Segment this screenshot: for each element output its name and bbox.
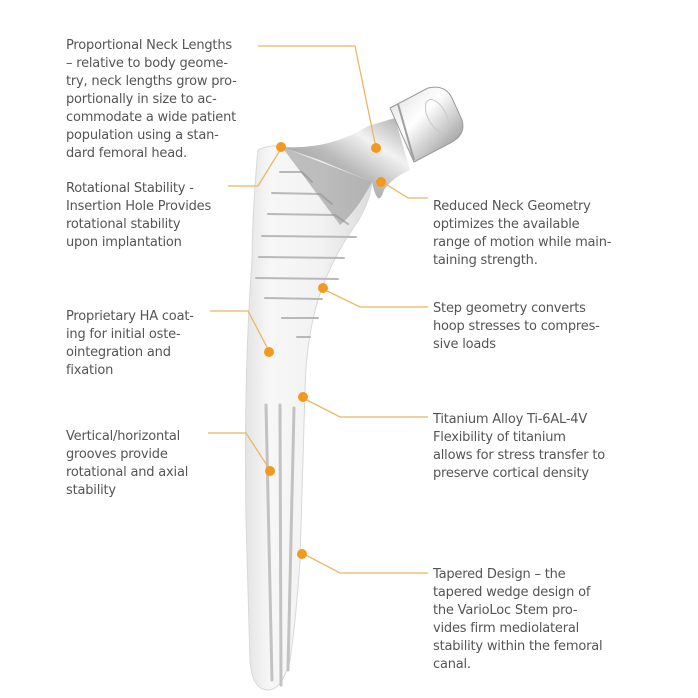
leader-ha-coating <box>210 310 271 354</box>
leader-lines <box>208 45 428 574</box>
callout-titanium-alloy: Titanium Alloy Ti-6AL-4V Flexibility of … <box>433 412 606 481</box>
leader-grooves <box>208 432 271 471</box>
callout-step-geometry: Step geometry converts hoop stresses to … <box>433 301 600 352</box>
stem-trunnion <box>389 86 464 163</box>
dot-reduced-neck <box>376 177 386 187</box>
callout-tapered-design: Tapered Design – the tapered wedge desig… <box>433 567 603 672</box>
dot-ha-coating <box>264 347 274 357</box>
dot-tapered <box>297 549 307 559</box>
callout-ha-coating: Proprietary HA coat- ing for initial ost… <box>66 309 194 378</box>
callout-neck-lengths: Proportional Neck Lengths – relative to … <box>66 38 237 161</box>
leader-tapered <box>301 552 428 574</box>
callout-reduced-neck: Reduced Neck Geometry optimizes the avai… <box>433 199 612 268</box>
callout-grooves: Vertical/horizontal grooves provide rota… <box>66 429 189 498</box>
callout-dots <box>264 142 386 559</box>
leader-neck-lengths <box>258 45 377 149</box>
leader-rotational-stability <box>228 146 283 187</box>
leader-titanium <box>302 397 428 418</box>
dot-step-geometry <box>318 283 328 293</box>
stem-body <box>245 145 373 691</box>
dot-neck-lengths <box>371 143 381 153</box>
dot-rotational-stability <box>276 142 286 152</box>
leader-step-geometry <box>322 288 428 308</box>
callout-rotational-stability: Rotational Stability - Insertion Hole Pr… <box>66 181 212 250</box>
leader-reduced-neck <box>380 180 428 199</box>
dot-titanium <box>298 392 308 402</box>
dot-grooves <box>265 466 275 476</box>
